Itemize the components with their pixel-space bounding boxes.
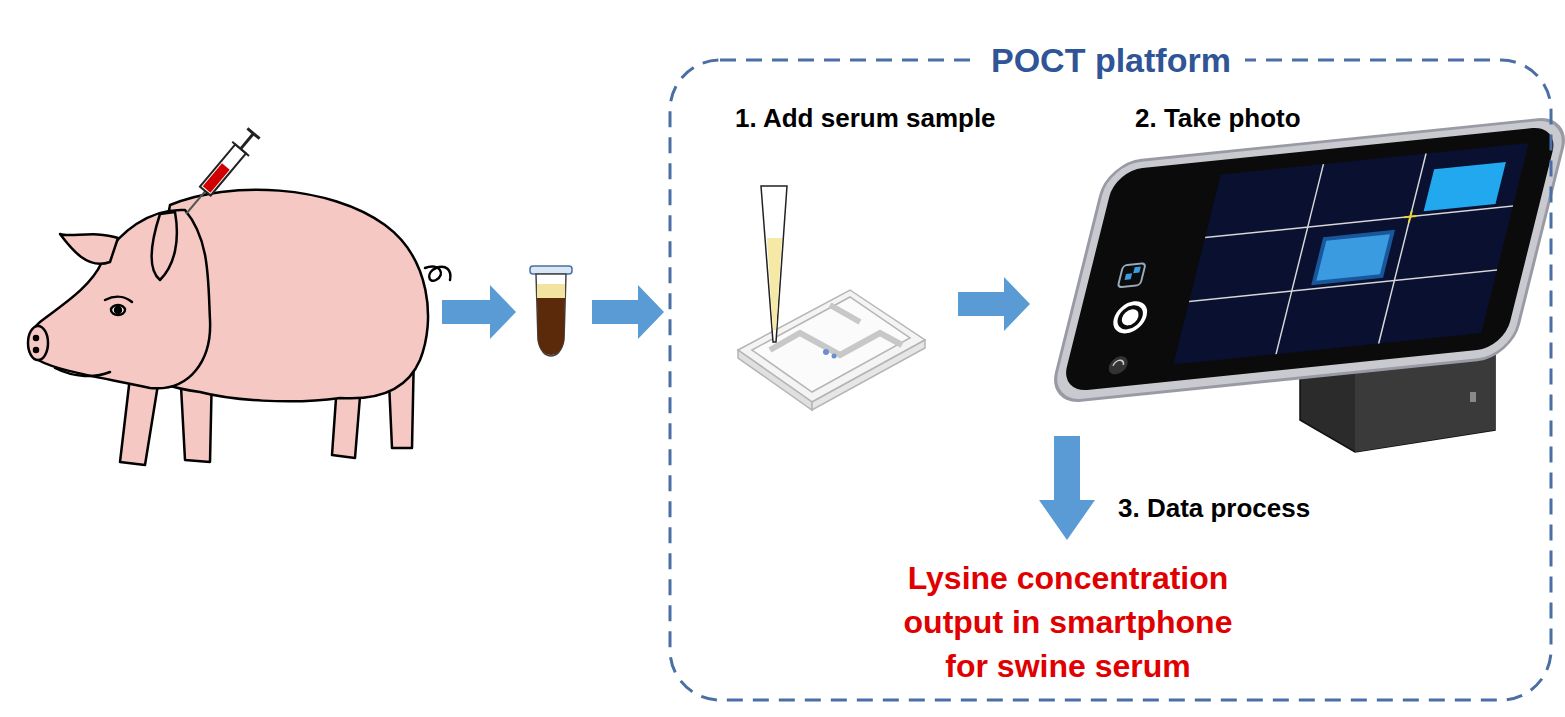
step-label: 1. Add serum sample: [735, 102, 1055, 135]
region-title: POCT platform: [977, 40, 1245, 80]
result-text: Lysine concentration output in smartphon…: [878, 556, 1258, 688]
flow-arrow: [442, 277, 1095, 540]
step-label: 2. Take photo: [1135, 102, 1395, 135]
smartphone: [1049, 116, 1565, 403]
pig-figure: [28, 190, 450, 465]
step-label: 3. Data process: [1118, 492, 1398, 525]
serum-tube: [530, 266, 572, 356]
dashed-border: [670, 60, 1551, 700]
microfluidic-chip: [738, 290, 925, 410]
syringe: [178, 126, 262, 221]
pipette-tip: [761, 186, 787, 342]
